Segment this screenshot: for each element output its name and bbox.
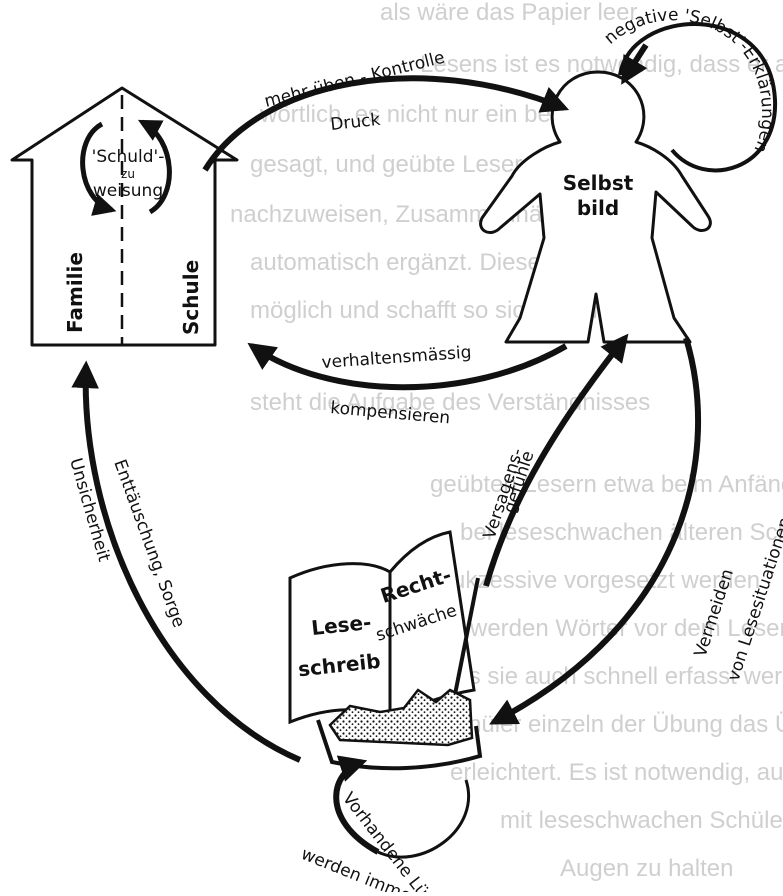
arrow-self-to-house xyxy=(247,342,568,391)
self-explanation-arrowhead xyxy=(621,43,649,85)
person-silhouette xyxy=(479,70,712,344)
arrow-book-to-self xyxy=(483,333,629,587)
house-outline xyxy=(10,86,239,347)
blame-label-line3: weisung xyxy=(93,181,163,201)
house-label-familie: Familie xyxy=(63,252,87,333)
background-text-line: bei leseschwachen älteren Schülern xyxy=(460,519,783,546)
background-text-line: mit leseschwachen Schülern xyxy=(500,807,783,834)
blame-cycle-arrow-right xyxy=(137,119,172,215)
self-image-figure: Selbst bild xyxy=(479,70,712,344)
arrow-book-to-house xyxy=(71,360,302,763)
label-behavioural: verhaltensmässig xyxy=(321,343,472,373)
blame-cycle-arrow-left xyxy=(80,121,117,216)
gravel-pile xyxy=(328,688,474,747)
label-pressure: Druck xyxy=(329,110,381,135)
gap-loop-arrow xyxy=(333,755,380,855)
shovel-with-gravel xyxy=(316,577,483,771)
arrow-house-to-self xyxy=(202,75,570,172)
house-label-schule: Schule xyxy=(179,260,203,335)
self-image-label-line1: Selbst xyxy=(563,171,634,195)
blame-label-line2: zu xyxy=(121,167,135,181)
gap-loop-arc xyxy=(377,779,470,859)
background-text-line: Schüler einzeln der Übung das Üben xyxy=(440,711,783,738)
label-disappointment: Enttäuschung, Sorge xyxy=(109,457,188,630)
self-image-label-line2: bild xyxy=(577,196,619,220)
background-text-line: nachzuweisen, Zusammenhänge xyxy=(230,201,582,228)
book-left-page xyxy=(288,562,392,725)
background-text-line: als wäre das Papier leer. xyxy=(380,0,643,26)
blame-label-line1: 'Schuld'- xyxy=(92,147,165,167)
background-text-line: Augen zu halten xyxy=(560,855,733,882)
background-text-line: geübten Lesern etwa beim Anfänger xyxy=(430,471,783,498)
self-explanation-loop xyxy=(618,22,778,173)
arrow-self-to-book xyxy=(489,337,702,725)
family-school-house: Familie Schule 'Schuld'- zu weisung xyxy=(10,86,239,347)
background-text-line: dass sie auch schnell erfasst werden xyxy=(430,663,783,690)
background-text-line: erleichtert. Es ist notwendig, auch xyxy=(450,759,783,786)
reading-writing-book: Lese- schreib Recht- schwäche xyxy=(288,530,476,725)
